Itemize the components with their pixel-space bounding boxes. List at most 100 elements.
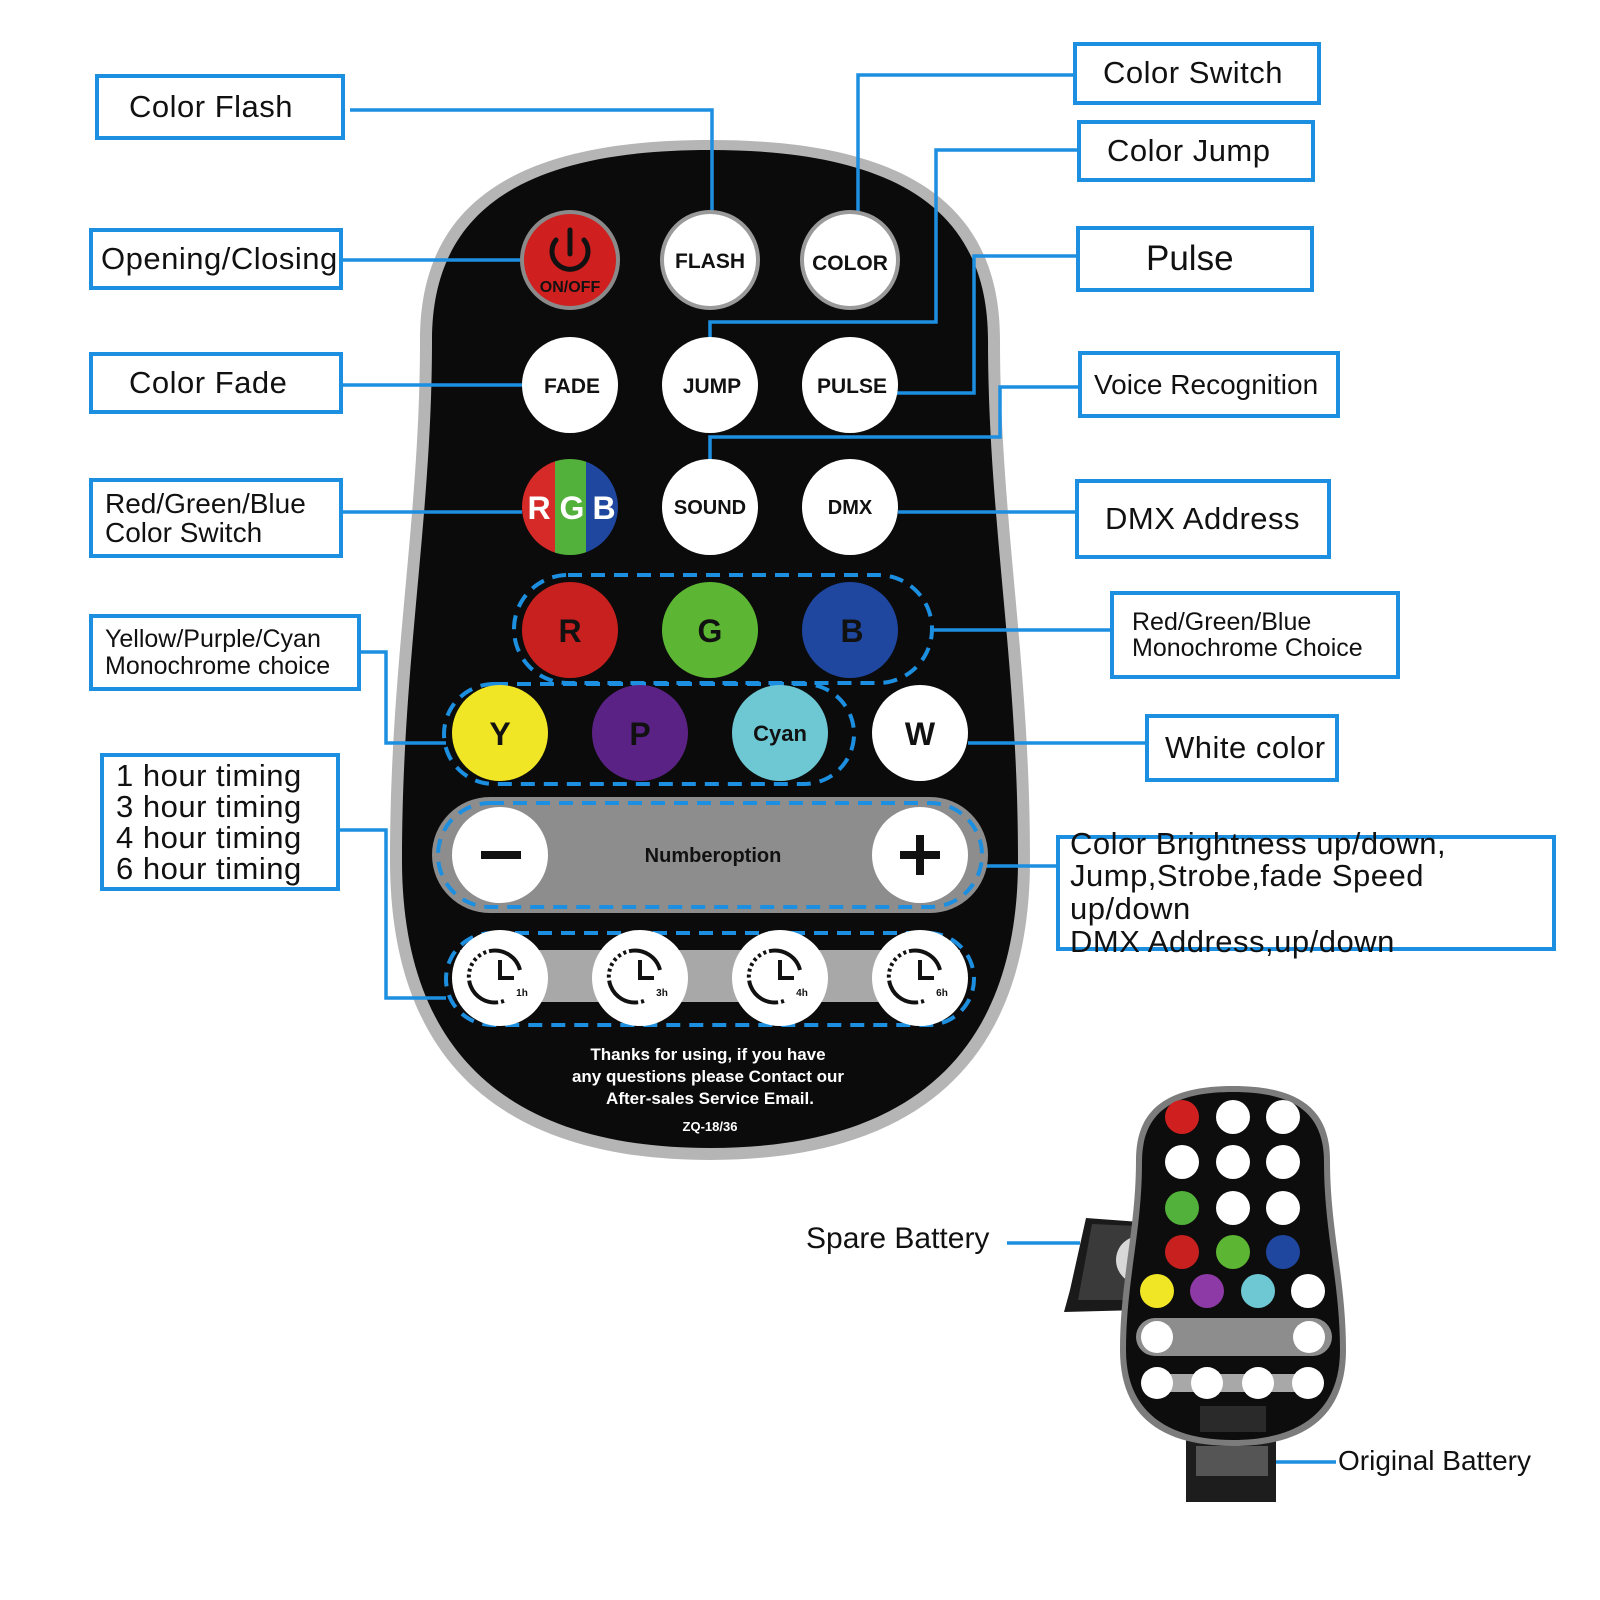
red-button[interactable]: R bbox=[522, 582, 618, 678]
label-color-fade-text: Color Fade bbox=[129, 364, 288, 400]
label-white-color: White color bbox=[1145, 714, 1339, 782]
label-brightness-line1: Color Brightness up/down, bbox=[1070, 825, 1447, 861]
timer-buttons: 1h 3h 4h 6h bbox=[452, 930, 968, 1026]
label-timing-1h: 1 hour timing bbox=[116, 758, 302, 793]
line-voice bbox=[708, 385, 1078, 462]
yellow-button[interactable]: Y bbox=[452, 685, 548, 781]
label-rgb-choice-line1: Red/Green/Blue bbox=[1132, 607, 1312, 636]
numberoption-label: Numberoption bbox=[645, 845, 782, 867]
label-dmx-address-text: DMX Address bbox=[1105, 500, 1301, 536]
jump-label: JUMP bbox=[683, 375, 741, 398]
footer-line-1: Thanks for using, if you have bbox=[590, 1045, 825, 1064]
label-color-fade: Color Fade bbox=[89, 352, 343, 414]
label-color-switch-text: Color Switch bbox=[1103, 55, 1283, 91]
cyan-button[interactable]: Cyan bbox=[732, 685, 828, 781]
label-timing: 1 hour timing 3 hour timing 4 hour timin… bbox=[100, 753, 340, 891]
dmx-button[interactable]: DMX bbox=[802, 459, 898, 555]
label-timing-3h: 3 hour timing bbox=[116, 789, 302, 824]
flash-button[interactable]: FLASH bbox=[660, 210, 760, 310]
line-ypc bbox=[360, 650, 446, 745]
label-color-switch: Color Switch bbox=[1073, 42, 1321, 105]
label-brightness-line3: DMX Address,up/down bbox=[1070, 923, 1395, 959]
timer-button-6h[interactable]: 6h bbox=[872, 930, 968, 1026]
onoff-label: ON/OFF bbox=[540, 279, 601, 296]
power-icon bbox=[549, 227, 591, 272]
pulse-button[interactable]: PULSE bbox=[802, 337, 898, 433]
fade-label: FADE bbox=[544, 375, 600, 398]
color-label: COLOR bbox=[812, 252, 888, 275]
blue-label: B bbox=[840, 613, 863, 649]
ypc-group-outline bbox=[442, 682, 856, 786]
timer-label-6h: 6h bbox=[936, 988, 948, 999]
purple-button[interactable]: P bbox=[592, 685, 688, 781]
sound-label: SOUND bbox=[674, 497, 746, 519]
pulse-label: PULSE bbox=[817, 375, 887, 398]
label-color-flash: Color Flash bbox=[95, 74, 345, 140]
rgb-button[interactable]: R G B bbox=[520, 455, 622, 565]
label-timing-6h: 6 hour timing bbox=[116, 851, 302, 886]
timer-label-4h: 4h bbox=[796, 988, 808, 999]
clock-icon bbox=[466, 948, 522, 1005]
timer-label-1h: 1h bbox=[516, 988, 528, 999]
white-button[interactable]: W bbox=[872, 685, 968, 781]
fade-button[interactable]: FADE bbox=[522, 337, 618, 433]
label-opening-closing: Opening/Closing bbox=[89, 228, 343, 290]
onoff-button[interactable]: ON/OFF bbox=[520, 210, 620, 310]
yellow-label: Y bbox=[489, 716, 510, 752]
timer-label-3h: 3h bbox=[656, 988, 668, 999]
label-brightness-line2: Jump,Strobe,fade Speed up/down bbox=[1070, 858, 1424, 926]
label-ypc-line2: Monochrome choice bbox=[105, 651, 331, 680]
label-color-jump: Color Jump bbox=[1077, 120, 1315, 182]
label-opening-closing-text: Opening/Closing bbox=[101, 240, 338, 276]
label-rgb-choice-line2: Monochrome Choice bbox=[1132, 634, 1363, 662]
timer-button-1h[interactable]: 1h bbox=[452, 930, 548, 1026]
purple-label: P bbox=[629, 716, 650, 752]
clock-icon bbox=[746, 948, 802, 1005]
line-pulse bbox=[897, 254, 1076, 395]
white-label: W bbox=[905, 716, 936, 752]
blue-button[interactable]: B bbox=[802, 582, 898, 678]
label-color-jump-text: Color Jump bbox=[1107, 132, 1271, 168]
green-button[interactable]: G bbox=[662, 582, 758, 678]
label-brightness: Color Brightness up/down, Jump,Strobe,fa… bbox=[1056, 827, 1556, 957]
timer-button-3h[interactable]: 3h bbox=[592, 930, 688, 1026]
green-label: G bbox=[698, 613, 723, 649]
label-original-battery: Original Battery bbox=[1338, 1445, 1531, 1476]
label-voice-recognition-text: Voice Recognition bbox=[1094, 368, 1319, 400]
sound-button[interactable]: SOUND bbox=[662, 459, 758, 555]
flash-label: FLASH bbox=[675, 250, 745, 273]
rgb-g-letter: G bbox=[560, 490, 585, 526]
rgb-group-outline bbox=[512, 573, 934, 685]
label-dmx-address: DMX Address bbox=[1075, 479, 1331, 559]
label-rgb-switch-line2: Color Switch bbox=[105, 517, 263, 548]
line-color-jump bbox=[708, 148, 1077, 338]
red-label: R bbox=[558, 613, 581, 649]
numberoption-outline bbox=[436, 801, 984, 909]
label-timing-4h: 4 hour timing bbox=[116, 820, 302, 855]
footer-line-2: any questions please Contact our bbox=[572, 1067, 844, 1086]
rgb-b-letter: B bbox=[592, 490, 615, 526]
label-spare-battery: Spare Battery bbox=[806, 1222, 990, 1255]
color-button[interactable]: COLOR bbox=[800, 210, 900, 310]
label-rgb-choice: Red/Green/Blue Monochrome Choice bbox=[1110, 591, 1400, 679]
minus-button[interactable] bbox=[452, 807, 548, 903]
label-color-flash-text: Color Flash bbox=[129, 88, 293, 124]
cyan-label: Cyan bbox=[753, 721, 807, 746]
jump-button[interactable]: JUMP bbox=[662, 337, 758, 433]
timer-button-4h[interactable]: 4h bbox=[732, 930, 828, 1026]
timer-group-outline bbox=[444, 931, 976, 1027]
plus-button[interactable] bbox=[872, 807, 968, 903]
line-color-switch bbox=[856, 73, 1073, 212]
plus-icon bbox=[900, 835, 940, 875]
label-ypc-choice: Yellow/Purple/Cyan Monochrome choice bbox=[89, 614, 361, 691]
minus-icon bbox=[481, 851, 521, 859]
dmx-label: DMX bbox=[828, 497, 873, 519]
label-ypc-line1: Yellow/Purple/Cyan bbox=[105, 625, 321, 654]
label-white-color-text: White color bbox=[1165, 729, 1326, 765]
numberoption-bar bbox=[432, 797, 988, 913]
label-rgb-switch-line1: Red/Green/Blue bbox=[105, 487, 306, 519]
label-rgb-switch: Red/Green/Blue Color Switch bbox=[89, 478, 343, 558]
clock-icon bbox=[606, 948, 662, 1005]
connector-lines bbox=[338, 73, 1336, 1464]
